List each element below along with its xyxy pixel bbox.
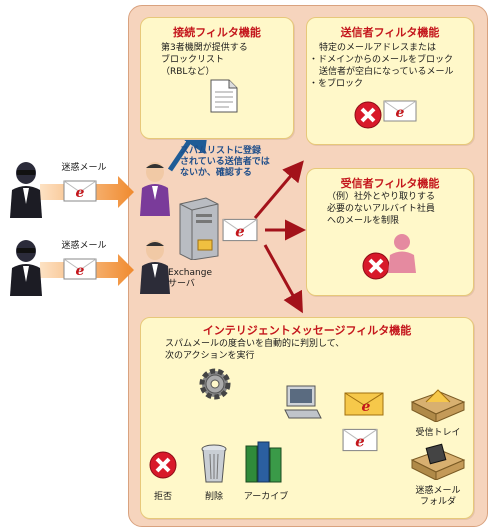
reject-label: 拒否 (153, 492, 172, 502)
block-icon (148, 450, 178, 484)
trash-can-icon (200, 444, 228, 488)
intelligent-filter-title: インテリジェントメッセージフィルタ機能 (202, 324, 412, 337)
connection-filter-title: 接続フィルタ機能 (173, 26, 261, 39)
svg-text:e: e (355, 433, 364, 450)
mail-envelope-icon: e (383, 100, 417, 126)
svg-text:e: e (76, 185, 85, 201)
recipient-filter-text: （例）社外とやり取りする 必要のないアルバイト社員 へのメールを制限 (327, 192, 436, 226)
spammer-icon (8, 238, 44, 300)
spammer-icon (8, 160, 44, 222)
books-icon (244, 440, 284, 488)
exchange-server-label: Exchange サーバ (168, 268, 212, 289)
user-icon (387, 233, 417, 277)
computer-icon (283, 384, 323, 424)
junk-folder-label: 迷惑メール フォルダ (415, 486, 461, 507)
connection-filter-box: 接続フィルタ機能 第3者機関が提供する ブロックリスト （RBLなど） (140, 17, 294, 139)
mail-envelope-icon: e (342, 428, 378, 456)
spam-mail-label-1: 迷惑メール (61, 163, 107, 173)
svg-text:e: e (362, 399, 371, 415)
recipient-filter-box: 受信者フィルタ機能 （例）社外とやり取りする 必要のないアルバイト社員 へのメー… (306, 168, 474, 296)
archive-label: アーカイブ (243, 492, 289, 502)
admin-user-icon (138, 238, 172, 298)
recipient-filter-title: 受信者フィルタ機能 (340, 177, 440, 190)
sender-filter-box: 送信者フィルタ機能 特定のメールアドレスまたは ・ドメインからのメールをブロック… (306, 17, 474, 145)
sender-filter-intro: 特定のメールアドレスまたは (319, 43, 437, 53)
spam-list-note: スパムリストに登録 されている送信者では ないか、確認する (180, 146, 270, 178)
mail-envelope-icon: e (63, 180, 97, 206)
svg-text:e: e (396, 105, 405, 121)
sender-filter-bullet-3: ・をブロック (309, 79, 364, 89)
gear-icon (197, 366, 233, 406)
svg-text:e: e (76, 263, 85, 279)
svg-text:e: e (235, 223, 244, 240)
server-icon (176, 196, 220, 264)
admin-user-icon (138, 160, 172, 220)
inbox-tray-icon (410, 382, 466, 426)
sender-filter-bullet-2: 送信者が空白になっているメール (319, 67, 454, 77)
inbox-label: 受信トレイ (415, 428, 461, 438)
connection-filter-text: 第3者機関が提供する ブロックリスト （RBLなど） (161, 43, 248, 77)
sender-filter-title: 送信者フィルタ機能 (340, 26, 440, 39)
mail-envelope-icon: e (222, 218, 258, 246)
intelligent-filter-text: スパムメールの度合いを自動的に判別して、 次のアクションを実行 (165, 339, 345, 361)
delete-label: 削除 (204, 492, 223, 502)
mail-envelope-icon: e (63, 258, 97, 284)
junk-folder-icon (410, 440, 466, 484)
mail-envelope-icon: e (344, 392, 384, 420)
spam-mail-label-2: 迷惑メール (61, 241, 107, 251)
block-icon (353, 100, 383, 134)
sender-filter-bullet-1: ・ドメインからのメールをブロック (309, 55, 454, 65)
document-icon (209, 78, 239, 118)
